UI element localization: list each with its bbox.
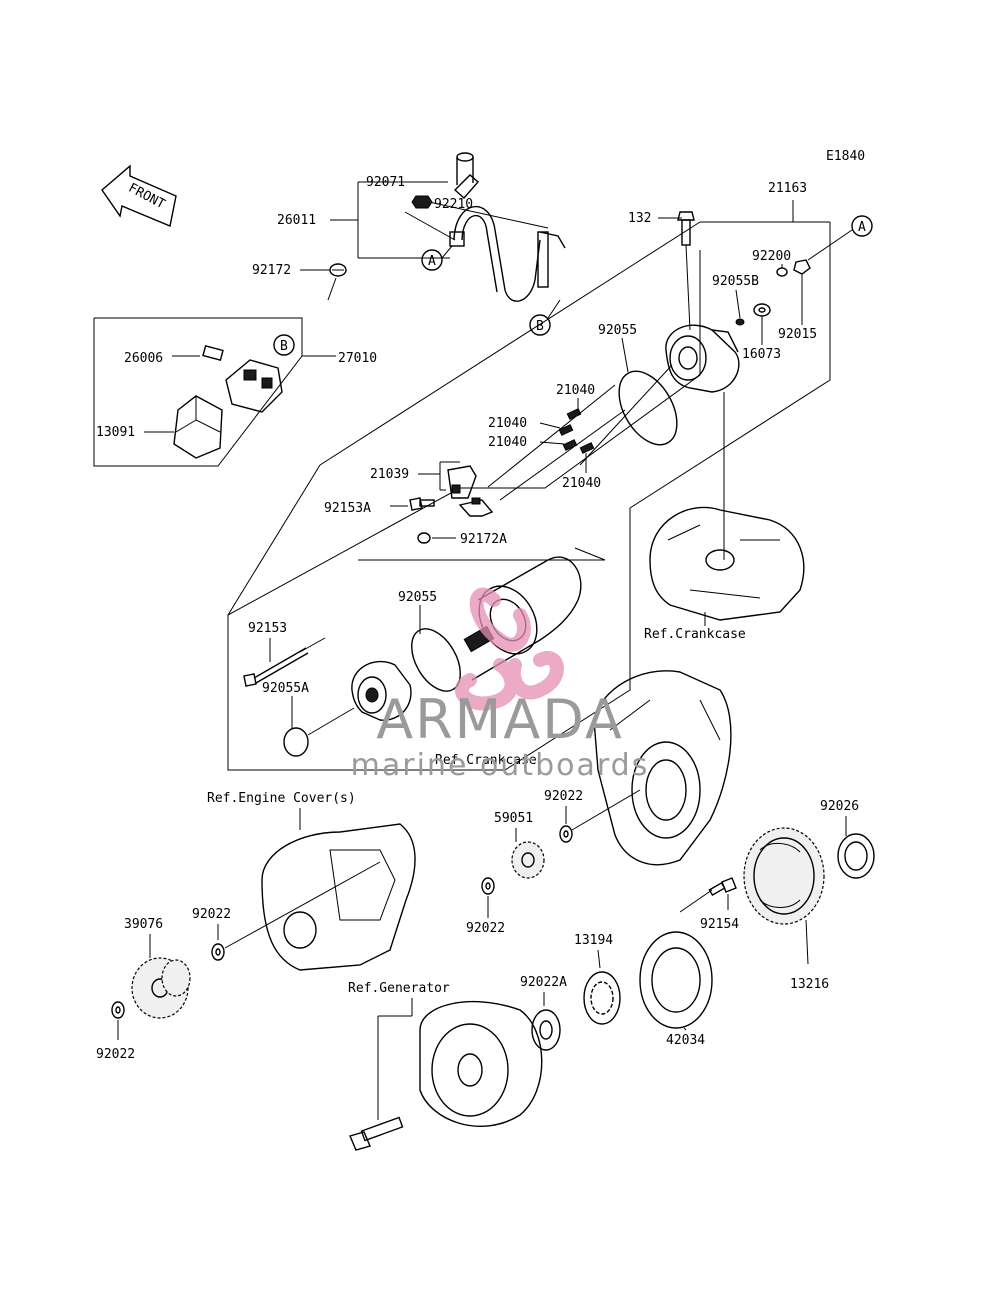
part-21040-d-label: 21040: [562, 476, 601, 491]
part-21040-c-label: 21040: [488, 435, 527, 450]
callout-a-terminal: [851, 215, 873, 237]
oring-92055-top: [618, 370, 678, 446]
part-39076-label: 39076: [124, 917, 163, 932]
part-13216-label: 13216: [790, 977, 829, 992]
cable-26011: [330, 152, 566, 302]
callout-b-cable: [529, 314, 551, 336]
part-92172A-label: 92172A: [460, 532, 507, 547]
oring-92055-mid: [411, 628, 461, 692]
starter-end-cover: [665, 324, 740, 393]
front-arrow-icon: FRONT: [101, 164, 177, 227]
callout-b-solenoid: [273, 334, 295, 356]
part-92022-c-label: 92022: [192, 907, 231, 922]
ref-generator: Ref.Generator: [348, 981, 450, 996]
gear-39076: [131, 957, 191, 1019]
part-21163-label: 21163: [768, 181, 807, 196]
part-26006-label: 26006: [124, 351, 163, 366]
part-92022-a-label: 92022: [544, 789, 583, 804]
part-21040-b-label: 21040: [488, 416, 527, 431]
ref-crankcase-1: Ref.Crankcase: [644, 627, 746, 642]
engine-cover: [261, 823, 416, 971]
washer-92022-b: [481, 877, 495, 895]
gear-59051: [511, 841, 545, 879]
cover-13091: [173, 395, 223, 459]
part-16073-label: 16073: [742, 347, 781, 362]
part-59051-label: 59051: [494, 811, 533, 826]
oil-seal-92026: [837, 833, 875, 879]
part-26011-label: 26011: [277, 213, 316, 228]
part-92022-d-label: 92022: [96, 1047, 135, 1062]
washer-92022-d: [111, 1001, 125, 1019]
ref-engine-cover: Ref.Engine Cover(s): [207, 791, 356, 806]
clutch-13194: [583, 971, 621, 1025]
crankcase-upper: [649, 506, 805, 621]
starter-assembly-outline: [227, 222, 831, 771]
part-92026-label: 92026: [820, 799, 859, 814]
nut-16073: [753, 303, 771, 317]
part-42034-label: 42034: [666, 1033, 705, 1048]
part-21039-label: 21039: [370, 467, 409, 482]
part-92055-mid-label: 92055: [398, 590, 437, 605]
part-92172-label: 92172: [252, 263, 291, 278]
generator-rotor: [419, 1000, 543, 1127]
solenoid-group-outline: [93, 317, 303, 467]
nut-92015: [793, 259, 811, 275]
callout-b-cable-label: B: [536, 319, 544, 334]
washer-92200: [776, 267, 788, 277]
part-27010-label: 27010: [338, 351, 377, 366]
part-92153A-label: 92153A: [324, 501, 371, 516]
screw-92172: [329, 263, 347, 277]
bolt-92153: [243, 647, 309, 687]
flange-42034: [639, 931, 713, 1029]
crankcase-middle: [593, 670, 732, 866]
callout-b-solenoid-label: B: [280, 339, 288, 354]
bolt-132: [677, 211, 695, 246]
part-92153-label: 92153: [248, 621, 287, 636]
screw-92172A: [417, 532, 431, 544]
callout-a-cable: [421, 249, 443, 271]
watermark-brand: ARMADA: [376, 688, 624, 751]
bolt-92154: [708, 877, 737, 897]
watermark-tagline: marine outboards: [351, 748, 650, 783]
part-92055-top-label: 92055: [598, 323, 637, 338]
part-92210-label: 92210: [434, 197, 473, 212]
screw-92153A: [409, 497, 435, 511]
part-92200-label: 92200: [752, 249, 791, 264]
washer-92022-c: [211, 943, 225, 961]
part-92022A-label: 92022A: [520, 975, 567, 990]
part-92154-label: 92154: [700, 917, 739, 932]
gear-13216: [743, 827, 825, 925]
ref-crankcase-2: Ref.Crankcase: [435, 753, 537, 768]
part-21040-a-label: 21040: [556, 383, 595, 398]
starter-front-cover: [351, 660, 412, 721]
oring-92055B: [735, 318, 745, 326]
washer-92022A: [531, 1009, 561, 1051]
part-13194-label: 13194: [574, 933, 613, 948]
callout-a-terminal-label: A: [858, 220, 866, 235]
diagram-code: E1840: [826, 149, 865, 164]
part-132-label: 132: [628, 211, 651, 226]
washer-92022-a: [559, 825, 573, 843]
brushes-21040: [558, 408, 595, 454]
solenoid-relay: [225, 359, 283, 413]
part-92015-label: 92015: [778, 327, 817, 342]
front-label: FRONT: [126, 181, 168, 213]
rotor-bolt: [349, 1116, 404, 1151]
part-92071-label: 92071: [366, 175, 405, 190]
fuse-26006: [202, 344, 224, 362]
oring-92055A: [283, 727, 309, 757]
part-92022-b-label: 92022: [466, 921, 505, 936]
brush-holder-21039: [447, 465, 494, 517]
callout-a-cable-label: A: [428, 254, 436, 269]
part-13091-label: 13091: [96, 425, 135, 440]
part-92055A-label: 92055A: [262, 681, 309, 696]
part-92055B-label: 92055B: [712, 274, 759, 289]
armada-logo-icon: [455, 587, 564, 711]
